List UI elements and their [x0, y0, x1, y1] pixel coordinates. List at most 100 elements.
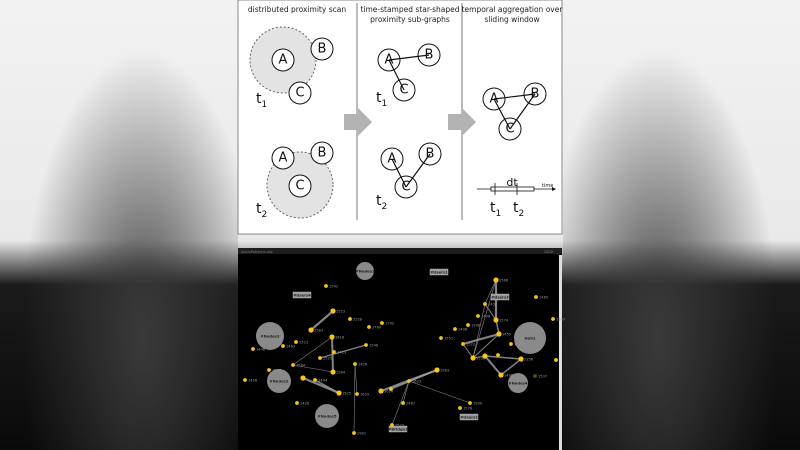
badge-id: 2523: [299, 341, 308, 345]
badge-node: [355, 392, 359, 396]
badge-node: [294, 340, 298, 344]
badge-node: [295, 401, 299, 405]
badge-node: [483, 302, 487, 306]
badge-node: [533, 374, 537, 378]
badge-node: [364, 343, 368, 347]
proximity-diagram: distributed proximity scan time-stamped …: [237, 0, 564, 235]
time-symbol: t: [376, 193, 382, 209]
proximity-edge: [292, 336, 333, 366]
badge-node: [468, 401, 472, 405]
badge-node: [251, 347, 255, 351]
proximity-edge: [292, 364, 334, 373]
badge-node: [493, 277, 499, 283]
node-label: B: [318, 146, 327, 161]
reader-box: [292, 291, 312, 299]
location-label: #Nodes1: [355, 268, 375, 273]
time-subscript: 2: [519, 209, 525, 219]
badge-node: [493, 317, 499, 323]
badge-node: [466, 323, 470, 327]
badge-node: [554, 358, 558, 362]
badge-id: 1760: [372, 326, 382, 330]
badge-node: [352, 431, 356, 435]
badge-id: 1498: [504, 374, 514, 378]
time-subscript: 1: [262, 100, 268, 110]
proximity-edge: [472, 333, 500, 359]
reader-label: #Users4: [293, 292, 311, 297]
badge-node: [476, 314, 480, 318]
arrowhead-icon: [552, 187, 556, 191]
node-c: C: [288, 174, 312, 198]
badge-node: [329, 334, 335, 340]
edge: [391, 158, 407, 188]
badge-id: 1570: [514, 343, 524, 347]
node-a: A: [271, 48, 295, 72]
time-symbol: t: [376, 90, 382, 106]
badge-id: 1487: [406, 402, 415, 406]
arrow-right-icon: [344, 108, 372, 136]
badge-id: 1624: [384, 390, 394, 394]
location-label: #Nodes4: [508, 380, 528, 385]
badge-node: [534, 295, 538, 299]
badge-node: [509, 342, 513, 346]
badge-node: [498, 372, 504, 378]
badge-id: 1522: [395, 424, 404, 428]
window-label: dt: [506, 176, 518, 189]
location-circle: [508, 373, 528, 393]
time-label: t2: [513, 200, 524, 219]
badge-node: [324, 284, 328, 288]
badge-node: [353, 362, 357, 366]
panel-title: temporal aggregation over: [462, 5, 564, 14]
badge-id: 1423: [337, 351, 346, 355]
panel-title: distributed proximity scan: [248, 5, 346, 14]
node-circle: [288, 81, 312, 105]
badge-node: [407, 379, 411, 383]
badge-id: 1901: [357, 432, 366, 436]
proximity-edge: [353, 363, 356, 434]
node-circle: [271, 48, 295, 72]
badge-node: [496, 331, 502, 337]
badge-node: [318, 356, 322, 360]
proximity-edge: [484, 355, 522, 360]
badge-id: 2356: [524, 358, 534, 362]
node-c: C: [288, 81, 312, 105]
site-name[interactable]: SocioPatterns.org: [241, 250, 273, 254]
badge-node: [434, 367, 440, 373]
scrollbar[interactable]: [559, 255, 562, 450]
badge-id: 1583: [314, 329, 323, 333]
reader-label: #Users1: [430, 269, 448, 274]
reader-label: #Users3: [491, 294, 509, 299]
blurred-backdrop-right: [563, 0, 800, 450]
badge-node: [243, 378, 247, 382]
node-label: C: [295, 86, 304, 101]
badge-id: 1574: [499, 319, 509, 323]
proximity-edge: [402, 380, 410, 404]
node-b: B: [310, 37, 334, 61]
badge-id: 1459: [502, 333, 512, 337]
panel-title: sliding window: [484, 15, 539, 24]
proximity-edge: [319, 344, 367, 359]
badge-id: 1428: [300, 402, 310, 406]
time-label: t1: [490, 200, 501, 219]
counter: 1200: [544, 250, 554, 254]
badge-node: [439, 336, 443, 340]
badge-id: 1426: [358, 363, 368, 367]
badge-id: 1629: [360, 393, 370, 397]
node-a: A: [271, 146, 295, 170]
location-circle: [356, 262, 374, 280]
edge: [493, 93, 536, 100]
badge-id: 2528: [353, 318, 363, 322]
location-circle: [315, 404, 339, 428]
badge-node: [380, 321, 384, 325]
time-subscript: 2: [382, 202, 388, 212]
badge-node: [313, 378, 317, 382]
badge-id: 1900: [473, 402, 483, 406]
proximity-edge: [408, 369, 438, 382]
badge-node: [551, 317, 555, 321]
badge-id: 1583: [440, 369, 449, 373]
badge-id: 1537: [538, 375, 547, 379]
badge-id: 1542: [329, 285, 338, 289]
badge-id: 1564: [296, 364, 306, 368]
badge-node: [458, 406, 462, 410]
edge: [493, 98, 511, 130]
badge-node: [389, 387, 393, 391]
